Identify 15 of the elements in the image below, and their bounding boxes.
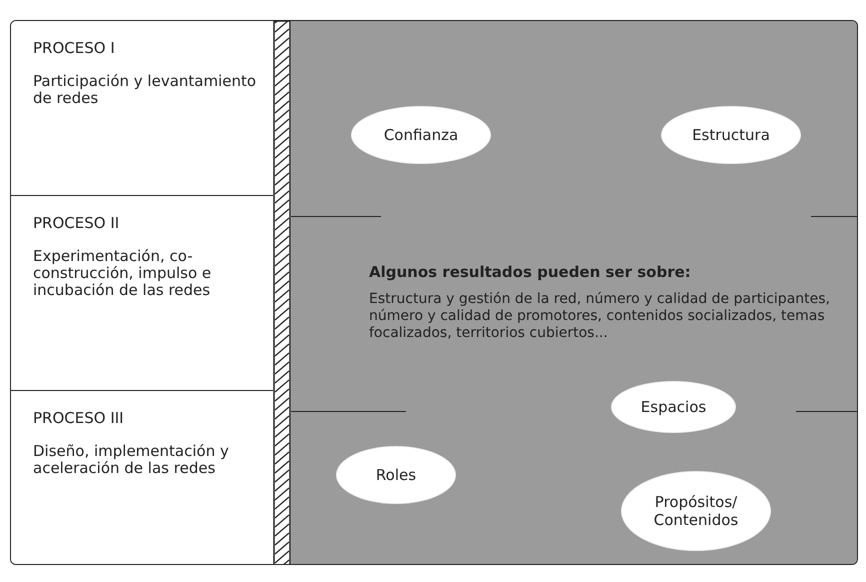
results-panel (291, 21, 857, 564)
process-cell (11, 21, 273, 196)
process-heading: PROCESO II (33, 214, 120, 232)
panel-heading: Algunos resultados pueden ser sobre: (369, 263, 692, 281)
topic-label: Roles (376, 466, 416, 484)
topic-label: Confianza (384, 126, 458, 144)
process-heading: PROCESO I (33, 39, 116, 57)
process-description: Diseño, implementación y aceleración de las redes (33, 443, 230, 477)
process-heading: PROCESO III (33, 409, 125, 427)
topic-label: Propósitos/ Contenidos (652, 493, 740, 529)
topic-label: Estructura (692, 126, 770, 144)
process-description: Participación y levantamiento de redes (33, 73, 258, 107)
topic-label: Espacios (640, 398, 706, 416)
panel-text: Estructura y gestión de la red, número y calidad de participantes, número y calidad de promotores, contenidos socializados, temas focalizados, territorios cubiertos... (369, 291, 831, 342)
process-description: Experimentación, co-construcción, impulso e incubación de las redes (33, 248, 212, 299)
